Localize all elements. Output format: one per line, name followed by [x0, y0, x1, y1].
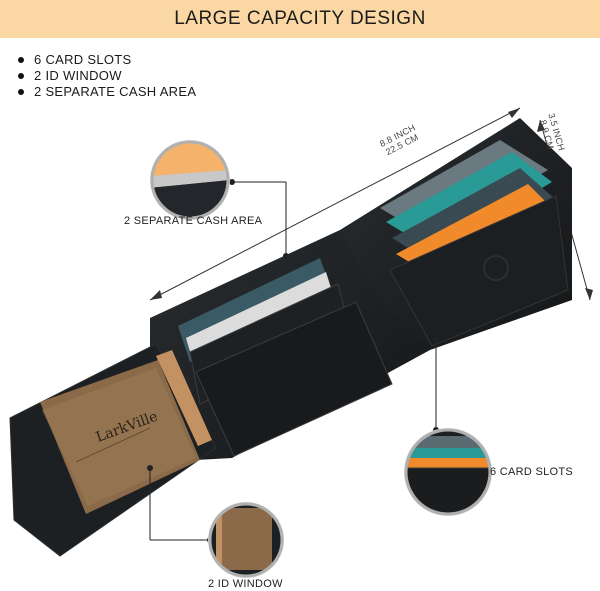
id-window-label: 2 ID WINDOW	[208, 578, 283, 590]
cash-area-zoom-circle	[150, 140, 230, 220]
id-window-zoom-circle	[208, 502, 284, 578]
wallet-left-panel	[150, 230, 430, 460]
header-banner: LARGE CAPACITY DESIGN	[0, 0, 600, 38]
card-slots-zoom-circle	[404, 428, 492, 516]
width-dimension-line	[149, 107, 521, 301]
banner-title: LARGE CAPACITY DESIGN	[174, 8, 426, 29]
feature-list: 6 CARD SLOTS 2 ID WINDOW 2 SEPARATE CASH…	[18, 52, 196, 100]
bullet-icon	[18, 89, 24, 95]
card-slots-label: 6 CARD SLOTS	[490, 466, 574, 478]
feature-item: 2 ID WINDOW	[18, 68, 196, 84]
cards-callout-line	[433, 337, 439, 433]
id-flap: LarkVille	[9, 343, 217, 557]
bullet-icon	[18, 73, 24, 79]
bullet-icon	[18, 57, 24, 63]
cash-area-label: 2 SEPARATE CASH AREA	[124, 215, 263, 227]
cash-callout-line	[228, 179, 289, 259]
feature-item: 2 SEPARATE CASH AREA	[18, 84, 196, 100]
wallet-right-panel	[340, 118, 572, 350]
feature-item: 6 CARD SLOTS	[18, 52, 196, 68]
